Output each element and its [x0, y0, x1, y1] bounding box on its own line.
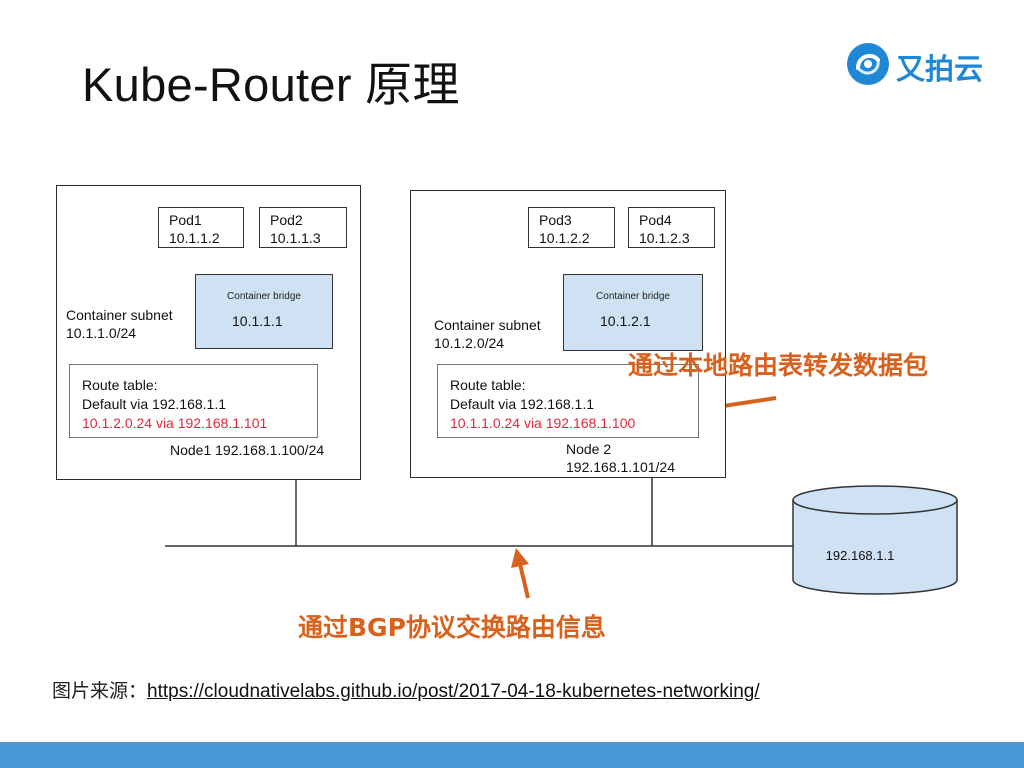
brand-logo: 又拍云: [846, 42, 996, 86]
node1-container-bridge: Container bridge 10.1.1.1: [195, 274, 333, 349]
upyun-logo-icon: [847, 43, 889, 85]
route-title: Route table:: [450, 377, 526, 393]
bridge-label: Container bridge: [227, 291, 301, 302]
subnet-cidr: 10.1.1.0/24: [66, 325, 137, 341]
node2-container-bridge: Container bridge 10.1.2.1: [563, 274, 703, 351]
route-peer: 10.1.2.0.24 via 192.168.1.101: [82, 415, 268, 431]
logo-text: 又拍云: [896, 52, 984, 86]
pod-name: Pod1: [169, 212, 202, 228]
node1-subnet: Container subnet 10.1.1.0/24: [66, 306, 173, 342]
image-source: 图片来源：https://cloudnativelabs.github.io/p…: [52, 676, 760, 703]
pod-ip: 10.1.2.2: [539, 230, 590, 246]
slide-title: Kube-Router 原理: [82, 58, 460, 111]
source-link[interactable]: https://cloudnativelabs.github.io/post/2…: [147, 681, 760, 702]
source-label: 图片来源：: [52, 680, 148, 702]
pod-name: Pod3: [539, 212, 572, 228]
footer-bar: [0, 742, 1024, 768]
pod-ip: 10.1.1.2: [169, 230, 220, 246]
bridge-label: Container bridge: [596, 291, 670, 302]
node-ip-text: 192.168.1.101/24: [566, 459, 675, 475]
route-default: Default via 192.168.1.1: [82, 396, 226, 412]
pod2-box: Pod2 10.1.1.3: [259, 207, 347, 248]
route-title: Route table:: [82, 377, 158, 393]
node-label-text: Node1 192.168.1.100/24: [170, 442, 325, 458]
pod-name: Pod4: [639, 212, 672, 228]
pod3-box: Pod3 10.1.2.2: [528, 207, 615, 248]
local-routing-callout: 通过本地路由表转发数据包: [628, 351, 929, 380]
router-ip: 192.168.1.1: [825, 548, 895, 563]
subnet-cidr: 10.1.2.0/24: [434, 335, 505, 351]
node2-subnet: Container subnet 10.1.2.0/24: [434, 316, 541, 352]
route-default: Default via 192.168.1.1: [450, 396, 594, 412]
router-cylinder: [792, 485, 958, 595]
node-label-text: Node 2: [566, 441, 612, 457]
pod-ip: 10.1.1.3: [270, 230, 321, 246]
pod1-box: Pod1 10.1.1.2: [158, 207, 244, 248]
pod4-box: Pod4 10.1.2.3: [628, 207, 715, 248]
node2-route-table: Route table: Default via 192.168.1.1 10.…: [437, 364, 699, 438]
node2-label: Node 2 192.168.1.101/24: [566, 440, 675, 476]
pod-name: Pod2: [270, 212, 303, 228]
subnet-label: Container subnet: [66, 307, 173, 323]
subnet-label: Container subnet: [434, 317, 541, 333]
bridge-ip: 10.1.2.1: [600, 313, 651, 329]
bgp-callout: 通过BGP协议交换路由信息: [298, 613, 606, 642]
node1-route-table: Route table: Default via 192.168.1.1 10.…: [69, 364, 318, 438]
bgp-arrow: [511, 548, 530, 599]
bridge-ip: 10.1.1.1: [232, 313, 283, 329]
node1-label: Node1 192.168.1.100/24: [170, 441, 324, 459]
pod-ip: 10.1.2.3: [639, 230, 690, 246]
route-peer: 10.1.1.0.24 via 192.168.1.100: [450, 415, 636, 431]
